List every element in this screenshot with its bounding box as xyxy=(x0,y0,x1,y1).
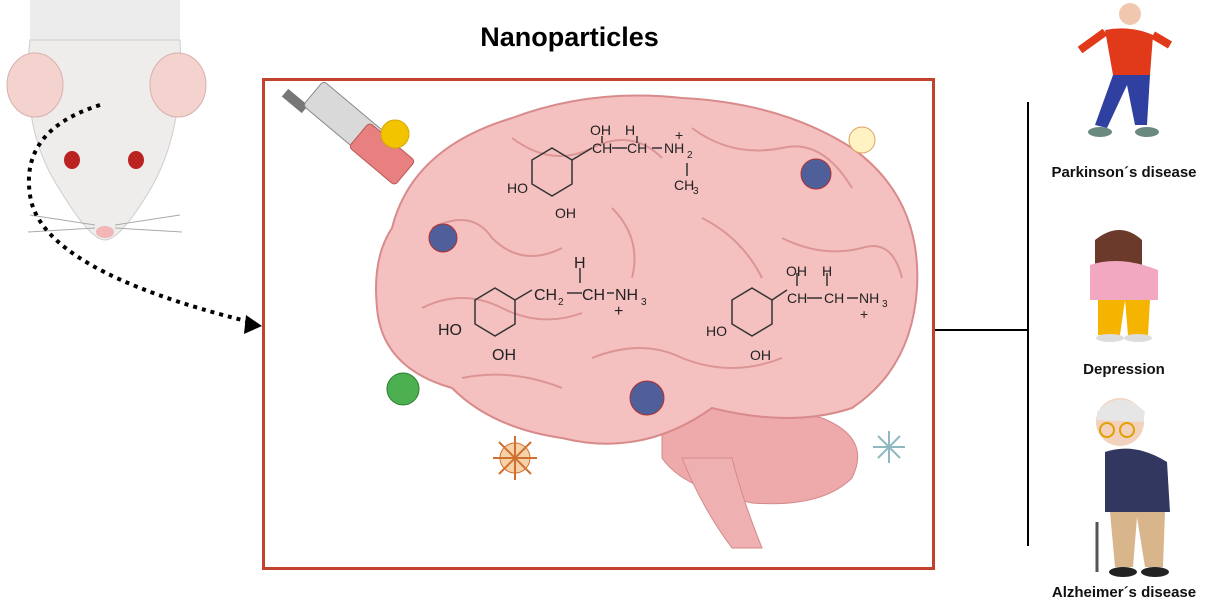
parkinson-patient-illustration xyxy=(1077,3,1173,137)
brain-icon xyxy=(375,94,919,445)
label-nh: NH xyxy=(664,140,684,156)
label-sub: 3 xyxy=(641,297,647,308)
label-ch2: CH xyxy=(534,287,557,304)
label-nh: NH xyxy=(859,290,879,306)
disease-label-alzheimer: Alzheimer´s disease xyxy=(1051,584,1197,601)
dendrimer-nanoparticle-icon xyxy=(493,436,537,480)
label-plus: + xyxy=(675,127,683,143)
label-ch: CH xyxy=(787,290,807,306)
label-h: H xyxy=(574,255,586,272)
label-plus: + xyxy=(860,306,868,322)
mesoporous-nanoparticle-icon xyxy=(386,372,420,406)
polymer-nanoparticle-icon xyxy=(629,380,665,416)
mouse-illustration xyxy=(6,0,207,241)
injection-route-arrow xyxy=(26,103,262,334)
label-h: H xyxy=(625,122,635,138)
epinephrine-labels: OH H CH CH NH 2 + CH 3 HO OH xyxy=(507,122,699,221)
label-oh: OH xyxy=(590,122,611,138)
label-sub: 3 xyxy=(882,299,888,310)
label-sub: 2 xyxy=(558,297,564,308)
label-ch: CH xyxy=(592,140,612,156)
label-h: H xyxy=(822,263,832,279)
dopamine-structure xyxy=(474,268,614,337)
gold-nanoparticle-icon xyxy=(380,119,410,149)
label-oh: OH xyxy=(555,205,576,221)
depression-patient-illustration xyxy=(1090,230,1158,342)
syringe-icon xyxy=(281,82,415,185)
label-sub: 2 xyxy=(687,150,693,161)
label-ho: HO xyxy=(438,322,462,339)
polymer-nanoparticle-icon xyxy=(428,223,458,253)
label-ho: HO xyxy=(507,180,528,196)
label-sub: 3 xyxy=(693,186,699,197)
polymer-nanoparticle-icon xyxy=(800,158,832,190)
liposome-icon xyxy=(848,126,876,154)
norepinephrine-labels: OH CH H CH NH 3 + HO OH xyxy=(706,263,888,363)
disease-label-parkinson: Parkinson´s disease xyxy=(1051,164,1197,181)
label-plus: + xyxy=(614,303,623,320)
brain-frame xyxy=(262,78,935,570)
snowflake-nanoparticle-icon xyxy=(873,431,905,463)
disease-label-depression: Depression xyxy=(1083,361,1165,378)
dopamine-labels: CH 2 CH H NH 3 + HO OH xyxy=(438,255,647,364)
brain-scene: OH H CH CH NH 2 + CH 3 HO OH CH 2 CH H N… xyxy=(281,82,919,549)
label-ch: CH xyxy=(824,290,844,306)
label-ch: CH xyxy=(582,287,605,304)
label-nh: NH xyxy=(615,287,638,304)
label-oh: OH xyxy=(750,347,771,363)
label-oh: OH xyxy=(786,263,807,279)
label-oh: OH xyxy=(492,347,516,364)
label-ch3: CH xyxy=(674,177,694,193)
label-ho: HO xyxy=(706,323,727,339)
label-ch: CH xyxy=(627,140,647,156)
alzheimer-patient-illustration xyxy=(1095,398,1170,577)
disease-connector xyxy=(935,102,1029,546)
norepinephrine-structure xyxy=(731,273,858,337)
diagram-title: Nanoparticles xyxy=(480,22,659,52)
epinephrine-structure xyxy=(531,136,688,197)
